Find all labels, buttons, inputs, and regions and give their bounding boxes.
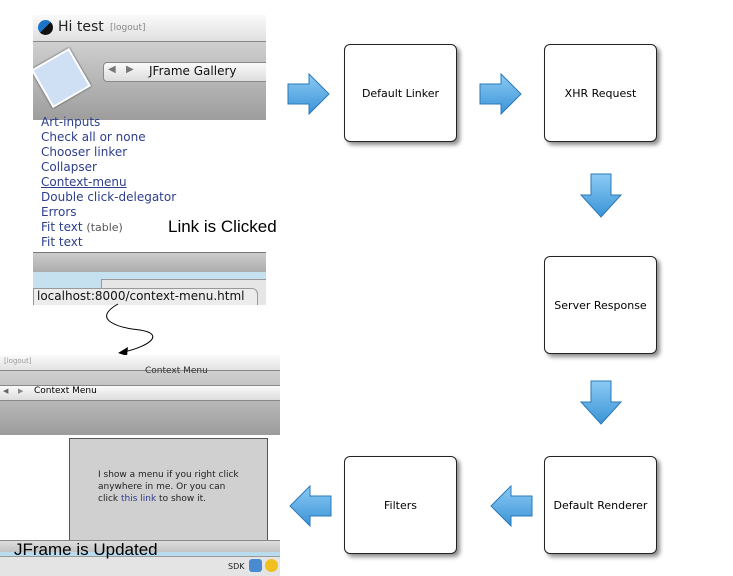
list-item[interactable]: Chooser linker (41, 145, 128, 159)
node-filters: Filters (344, 456, 457, 554)
greeting: Hi test (58, 19, 104, 35)
app-icon[interactable] (265, 559, 278, 572)
arrow-left-icon (490, 485, 533, 527)
list-item[interactable]: Collapser (41, 160, 97, 174)
forward-icon[interactable]: ▶ (126, 64, 134, 75)
arrow-right-icon (479, 73, 522, 115)
taskbar: SDK (0, 556, 280, 576)
content-body: I show a menu if you right click anywher… (98, 470, 239, 504)
location-bar[interactable]: ◀ ▶ Context Menu (0, 385, 280, 401)
node-default-renderer: Default Renderer (544, 456, 657, 554)
logout-link[interactable]: [logout] (110, 23, 146, 33)
arrow-down-icon (580, 173, 622, 218)
show-menu-link[interactable]: this link (120, 494, 157, 504)
app-icon (33, 47, 92, 109)
list-item[interactable]: Fit text (41, 235, 83, 249)
logo-icon (38, 20, 53, 35)
list-item-suffix: (table) (86, 221, 123, 234)
caption-link-clicked: Link is Clicked (168, 217, 277, 236)
back-icon[interactable]: ◀ (3, 387, 9, 395)
list-item[interactable]: Errors (41, 205, 77, 219)
header-bar: Hi test [logout] (33, 15, 266, 42)
arrow-left-icon (289, 485, 332, 527)
content-text: I show a menu if you right click anywher… (98, 469, 248, 505)
status-url: localhost:8000/context-menu.html (33, 288, 258, 305)
location-text: JFrame Gallery (149, 64, 237, 78)
location-bar[interactable]: ◀ ▶ JFrame Gallery (103, 62, 266, 82)
curly-connector (106, 303, 154, 356)
caption-jframe-updated: JFrame is Updated (14, 540, 158, 559)
gallery-screenshot: Hi test [logout] ◀ ▶ JFrame Gallery Art-… (33, 15, 266, 305)
footer-bar (33, 252, 266, 273)
app-icon[interactable] (249, 559, 262, 572)
list-item[interactable]: Double click-delegator (41, 190, 177, 204)
arrowhead-icon (118, 347, 128, 356)
dock-strip (0, 552, 280, 556)
node-server-response: Server Response (544, 256, 657, 354)
location-text: Context Menu (34, 386, 97, 396)
sdk-label[interactable]: SDK (228, 562, 245, 571)
window-title: Context Menu (145, 366, 208, 376)
content-panel[interactable]: I show a menu if you right click anywher… (69, 438, 268, 545)
list-item[interactable]: Context-menu (41, 175, 127, 189)
demo-list: Art-inputs Check all or none Chooser lin… (41, 115, 176, 250)
context-menu-screenshot: [logout] Context Menu ◀ ▶ Context Menu I… (0, 355, 280, 576)
toolbar: Context Menu ◀ ▶ Context Menu (0, 366, 280, 435)
list-item-label: Fit text (41, 220, 83, 234)
back-icon[interactable]: ◀ (108, 64, 116, 75)
list-item[interactable]: Check all or none (41, 130, 146, 144)
list-item[interactable]: Art-inputs (41, 115, 101, 129)
node-xhr-request: XHR Request (544, 44, 657, 142)
list-item[interactable]: Fit text (table) (41, 220, 176, 235)
node-default-linker: Default Linker (344, 44, 457, 142)
toolbar: ◀ ▶ JFrame Gallery (33, 42, 266, 120)
arrow-down-icon (580, 380, 622, 425)
forward-icon[interactable]: ▶ (18, 387, 24, 395)
logout-link[interactable]: [logout] (4, 357, 32, 365)
arrow-right-icon (287, 73, 330, 115)
content-suffix: to show it. (156, 494, 206, 504)
connector-line (106, 303, 154, 353)
